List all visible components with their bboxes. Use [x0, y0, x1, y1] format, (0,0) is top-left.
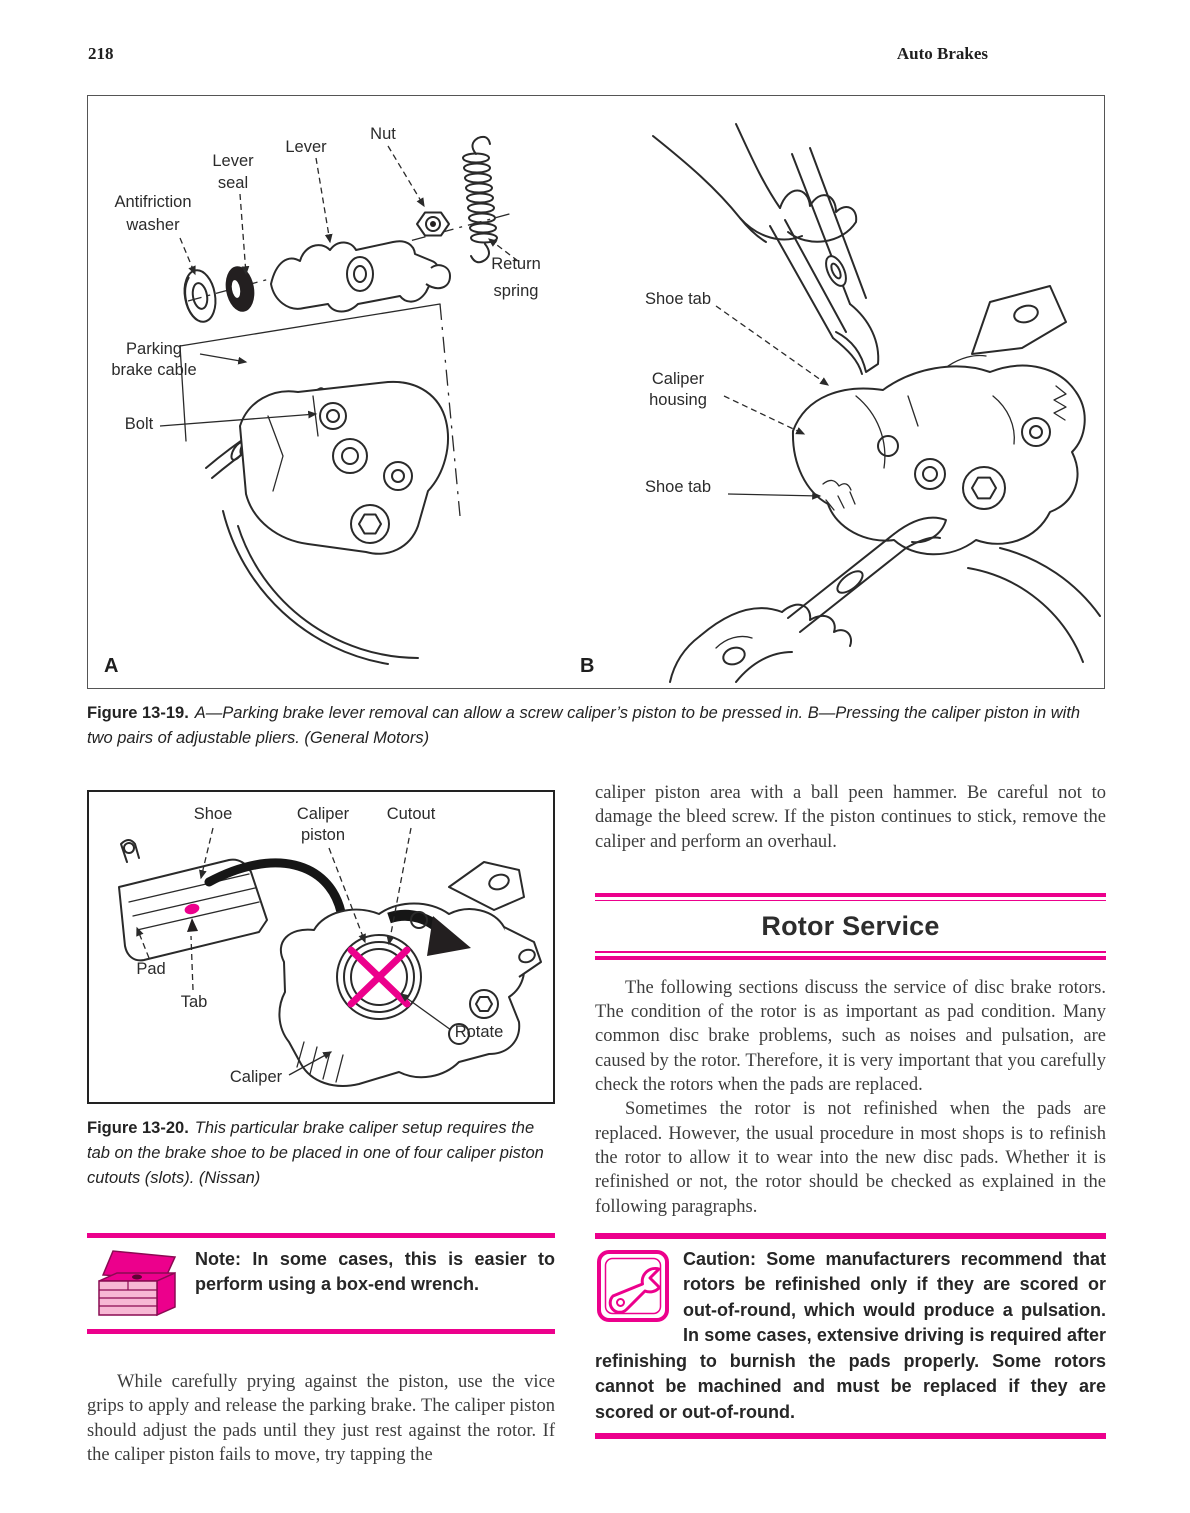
- label-caliper: Caliper: [230, 1068, 283, 1086]
- panel-a-art: [179, 135, 514, 665]
- label-antifriction-washer-2: washer: [125, 216, 180, 234]
- section-heading: Rotor Service: [761, 911, 940, 942]
- label-caliper-piston-2: piston: [301, 826, 345, 844]
- label-bolt: Bolt: [125, 415, 154, 433]
- panel-b-letter: B: [580, 655, 594, 677]
- heading-rule-top: [595, 892, 1106, 902]
- panel-b-art: [652, 123, 1101, 683]
- label-tab: Tab: [181, 993, 208, 1011]
- panel-a-letter: A: [104, 655, 118, 677]
- toolbox-icon: [98, 1250, 177, 1317]
- label-lever: Lever: [285, 138, 327, 156]
- header-title: Auto Brakes: [896, 44, 988, 63]
- note-rule-bottom: [87, 1329, 555, 1334]
- figure-13-20-caption-label: Figure 13-20.: [87, 1119, 189, 1137]
- figure-13-20-caption-text: This particular brake caliper setup requ…: [87, 1119, 544, 1187]
- label-pad: Pad: [136, 960, 165, 978]
- label-nut: Nut: [370, 125, 396, 143]
- left-paragraph: While carefully prying against the pisto…: [87, 1372, 555, 1465]
- label-lever-seal-2: seal: [218, 174, 248, 192]
- right-paragraph-1: The following sections discuss the servi…: [595, 977, 1106, 1096]
- figure-13-19-illustration: Lever seal Lever Nut Antifriction washer…: [104, 123, 1101, 683]
- label-rotate: Rotate: [455, 1023, 504, 1041]
- figure-13-19-leaders: [159, 145, 830, 500]
- label-return-spring: Return: [491, 255, 541, 273]
- label-shoe: Shoe: [194, 805, 233, 823]
- caution-text: Caution: Some manufacturers recommend th…: [595, 1248, 1106, 1422]
- return-spring-art: [462, 135, 498, 264]
- caution-rule-bottom: [595, 1433, 1106, 1440]
- label-lever-seal: Lever: [212, 152, 254, 170]
- page-header: 218 Auto Brakes: [0, 44, 1190, 68]
- right-column: caliper piston area with a ball peen ham…: [595, 781, 1106, 1440]
- heading-rule-bottom: [595, 951, 1106, 960]
- figure-13-19-caption-text: A—Parking brake lever removal can allow …: [87, 704, 1081, 747]
- page-number: 218: [88, 44, 114, 63]
- label-caliper-piston: Caliper: [297, 805, 350, 823]
- label-shoe-tab-lower: Shoe tab: [645, 478, 711, 496]
- label-parking-brake-cable-2: brake cable: [111, 361, 196, 379]
- caution-box: Caution: Some manufacturers recommend th…: [595, 1232, 1106, 1440]
- figure-13-20-leaders: [136, 827, 452, 1076]
- label-return-spring-2: spring: [494, 282, 539, 300]
- note-text: Note: In some cases, this is easier to p…: [195, 1249, 555, 1294]
- figure-13-20-caption: Figure 13-20.This particular brake calip…: [87, 1116, 555, 1191]
- label-antifriction-washer: Antifriction: [114, 193, 191, 211]
- figure-13-20-art: [118, 839, 542, 1087]
- label-parking-brake-cable: Parking: [126, 340, 182, 358]
- note-rule-top: [87, 1233, 555, 1238]
- label-caliper-housing-2: housing: [649, 391, 707, 409]
- note-box: Note: In some cases, this is easier to p…: [87, 1233, 555, 1334]
- wrench-icon: [596, 1249, 670, 1323]
- figure-13-20: Shoe Caliper piston Cutout Pad Tab Rotat…: [87, 790, 555, 1104]
- label-shoe-tab-upper: Shoe tab: [645, 290, 711, 308]
- right-paragraph-top: caliper piston area with a ball peen ham…: [595, 783, 1106, 852]
- figure-13-19-caption: Figure 13-19.A—Parking brake lever remov…: [87, 701, 1108, 751]
- left-column: Shoe Caliper piston Cutout Pad Tab Rotat…: [87, 790, 555, 1467]
- caution-rule-top: [595, 1232, 1106, 1239]
- rotor-service-heading-block: Rotor Service: [595, 892, 1106, 960]
- figure-13-19: Lever seal Lever Nut Antifriction washer…: [87, 95, 1105, 689]
- right-paragraph-2: Sometimes the rotor is not refinished wh…: [595, 1099, 1106, 1217]
- label-caliper-housing: Caliper: [652, 370, 705, 388]
- figure-13-19-caption-label: Figure 13-19.: [87, 704, 189, 722]
- label-cutout: Cutout: [387, 805, 436, 823]
- figure-13-20-illustration: Shoe Caliper piston Cutout Pad Tab Rotat…: [118, 805, 542, 1087]
